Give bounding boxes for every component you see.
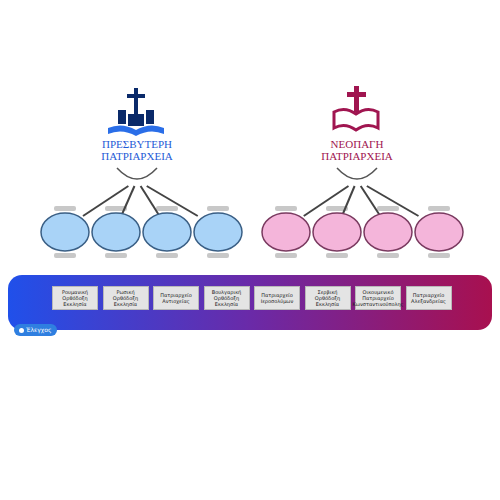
logo-right — [334, 86, 378, 130]
drop-ellipse — [261, 212, 311, 252]
button-label: Έλεγχος — [26, 326, 51, 334]
check-button: Έλεγχος — [14, 324, 57, 336]
title-text: ΝΕΟΠΑΓΗ ΠΑΤΡΙΑΡΧΕΙΑ — [307, 138, 407, 162]
ellipse-outline — [363, 212, 413, 252]
drop-ellipse — [142, 212, 192, 252]
patriarchate-title: ΠΡΕΣΒΥΤΕΡΗ ΠΑΤΡΙΑΡΧΕΙΑ — [87, 138, 187, 188]
connector-line — [141, 186, 160, 216]
church-card: Ρουμανική Ορθόδοξη Εκκλησία — [52, 286, 98, 310]
connector-line — [83, 186, 128, 216]
ellipse-ornaments — [54, 206, 450, 258]
ellipse-outline — [261, 212, 311, 252]
ellipse-outline — [91, 212, 141, 252]
gradient-band — [8, 275, 492, 330]
drop-ellipse — [40, 212, 90, 252]
card-text: Πατριαρχείο Αντιοχείας — [156, 292, 196, 304]
connector-line — [367, 186, 419, 216]
card-text: Πατριαρχείο Ιεροσολύμων — [257, 292, 297, 304]
card-text: Πατριαρχείο Αλεξανδρείας — [409, 292, 449, 304]
connector-line — [342, 186, 355, 216]
ellipse-outline — [142, 212, 192, 252]
card-text: Βουλγαρική Ορθόδοξη Εκκλησία — [207, 289, 247, 307]
card-text: Ρωσική Ορθόδοξη Εκκλησία — [106, 289, 146, 307]
ellipse-outline — [312, 212, 362, 252]
drop-ellipse — [193, 212, 243, 252]
title-text: ΠΡΕΣΒΥΤΕΡΗ ΠΑΤΡΙΑΡΧΕΙΑ — [87, 138, 187, 162]
patriarchate-title: ΝΕΟΠΑΓΗ ΠΑΤΡΙΑΡΧΕΙΑ — [307, 138, 407, 188]
drop-ellipse — [91, 212, 141, 252]
card-text: Σερβική Ορθόδοξη Εκκλησία — [308, 289, 348, 307]
ellipse-outline — [414, 212, 464, 252]
church-card: Σερβική Ορθόδοξη Εκκλησία — [305, 286, 351, 310]
drop-ellipse — [312, 212, 362, 252]
church-card: Οικουμενικό Πατριαρχείο Κωνσταντινούπολη… — [355, 286, 401, 310]
drop-ellipse — [363, 212, 413, 252]
card-text: Ρουμανική Ορθόδοξη Εκκλησία — [55, 289, 95, 307]
connector-line — [121, 186, 134, 216]
card-text: Οικουμενικό Πατριαρχείο Κωνσταντινούπολη… — [352, 289, 403, 307]
church-card: Πατριαρχείο Αλεξανδρείας — [406, 286, 452, 310]
button-dot — [19, 328, 24, 333]
church-card: Βουλγαρική Ορθόδοξη Εκκλησία — [204, 286, 250, 310]
connector-line — [304, 186, 349, 216]
logo-left — [108, 88, 164, 136]
ellipse-outline — [193, 212, 243, 252]
church-card: Πατριαρχείο Ιεροσολύμων — [254, 286, 300, 310]
connector-line — [147, 186, 198, 216]
drop-ellipse — [414, 212, 464, 252]
ellipse-outline — [40, 212, 90, 252]
connector-line — [361, 186, 381, 216]
church-card: Ρωσική Ορθόδοξη Εκκλησία — [103, 286, 149, 310]
church-card: Πατριαρχείο Αντιοχείας — [153, 286, 199, 310]
